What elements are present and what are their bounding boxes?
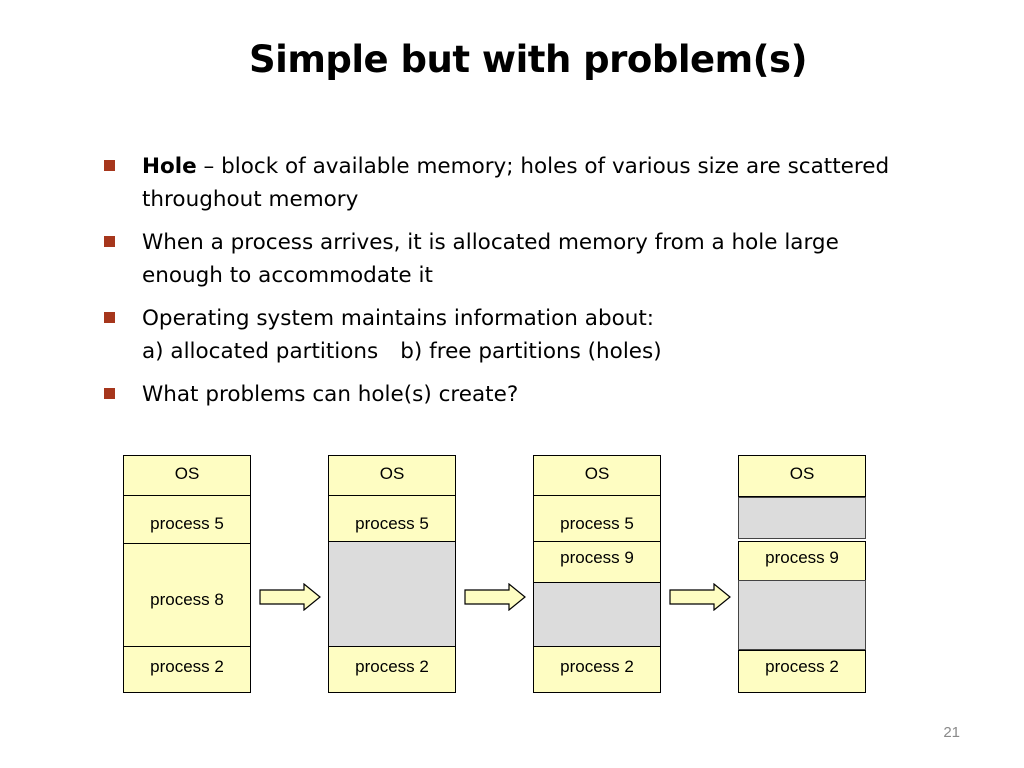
memory-segment: OS [533, 455, 661, 496]
bullet-item-hole: Hole – block of available memory; holes … [104, 150, 904, 216]
bullet-item-process-arrives: When a process arrives, it is allocated … [104, 226, 904, 292]
bullet-subtext-b: b) free partitions (holes) [400, 339, 662, 364]
memory-segment: process 5 [328, 495, 456, 542]
memory-segment: process 9 [533, 541, 661, 583]
memory-column-2: OS process 5 process 2 [328, 455, 456, 693]
square-bullet-icon [104, 236, 115, 247]
arrow-right-icon [669, 583, 731, 611]
memory-hole [533, 582, 661, 647]
bullet-item-os-maintains: Operating system maintains information a… [104, 302, 904, 368]
memory-segment: process 8 [123, 543, 251, 647]
memory-segment: process 2 [328, 646, 456, 693]
memory-hole [738, 580, 866, 650]
bullet-subtext-a: a) allocated partitions [142, 339, 379, 364]
page-number: 21 [943, 724, 960, 741]
memory-segment: process 5 [123, 495, 251, 544]
term-hole: Hole [142, 154, 197, 179]
memory-segment: process 5 [533, 495, 661, 542]
memory-segment: process 9 [738, 541, 866, 583]
memory-column-1: OS process 5 process 8 process 2 [123, 455, 251, 693]
memory-segment: OS [123, 455, 251, 496]
memory-segment: process 2 [123, 646, 251, 693]
arrow-right-icon [259, 583, 321, 611]
bullet-text: When a process arrives, it is allocated … [142, 230, 839, 288]
memory-segment: process 2 [533, 646, 661, 693]
bullet-list: Hole – block of available memory; holes … [104, 150, 904, 421]
bullet-item-question: What problems can hole(s) create? [104, 378, 904, 411]
square-bullet-icon [104, 312, 115, 323]
memory-segment: OS [328, 455, 456, 496]
memory-column-4: OS process 9 process 2 [738, 455, 866, 693]
bullet-text: What problems can hole(s) create? [142, 382, 519, 407]
memory-column-3: OS process 5 process 9 process 2 [533, 455, 661, 693]
memory-segment: process 2 [738, 650, 866, 693]
memory-hole [738, 497, 866, 539]
slide-title: Simple but with problem(s) [248, 38, 808, 81]
bullet-text: Operating system maintains information a… [142, 306, 655, 331]
memory-segment: OS [738, 455, 866, 497]
memory-hole [328, 541, 456, 647]
bullet-text: – block of available memory; holes of va… [142, 154, 890, 212]
square-bullet-icon [104, 160, 115, 171]
arrow-right-icon [464, 583, 526, 611]
square-bullet-icon [104, 388, 115, 399]
